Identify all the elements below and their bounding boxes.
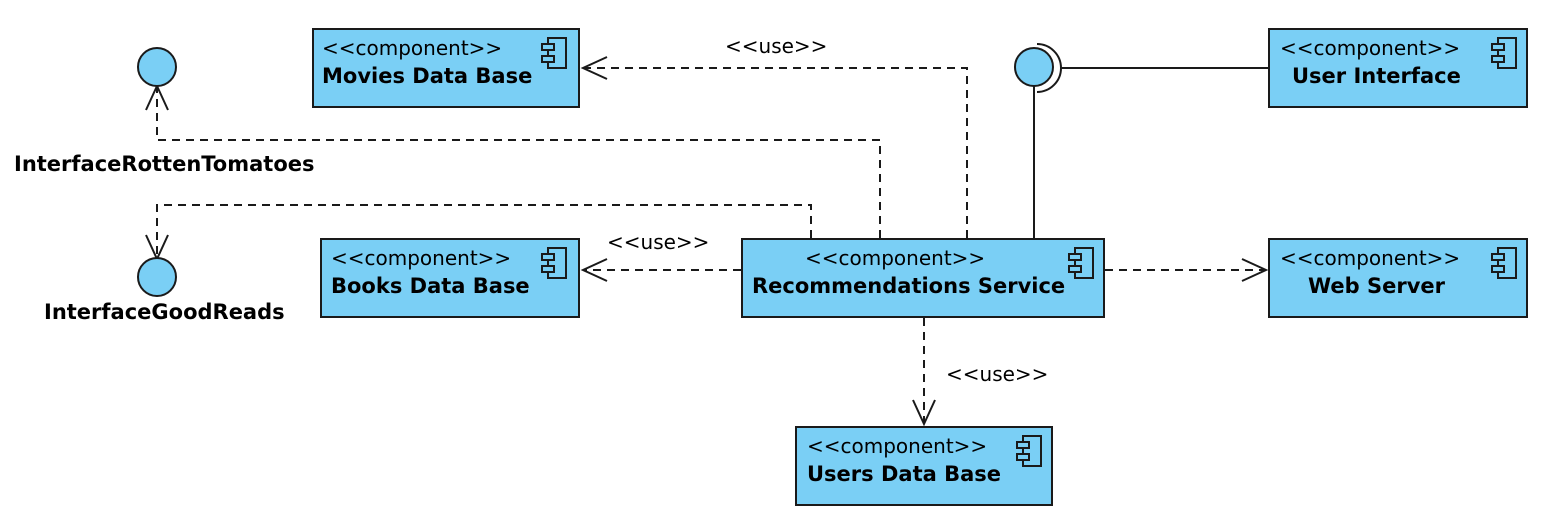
component-name: User Interface (1292, 64, 1461, 88)
component-icon (1068, 247, 1094, 279)
dependency-recommendations-to-movies (580, 56, 968, 238)
component-stereotype: <<component>> (1280, 36, 1461, 60)
component-movies-data-base[interactable]: <<component>> Movies Data Base (312, 28, 580, 108)
component-stereotype: <<component>> (807, 434, 988, 458)
component-name: Recommendations Service (752, 274, 1066, 298)
component-stereotype: <<component>> (1280, 246, 1461, 270)
dependency-label-movies: <<use>> (725, 34, 828, 58)
component-web-server[interactable]: <<component>> Web Server (1268, 238, 1528, 318)
component-user-interface[interactable]: <<component>> User Interface (1268, 28, 1528, 108)
component-name: Movies Data Base (322, 64, 533, 88)
interface-rotten-tomatoes-circle (137, 47, 177, 87)
interface-good-reads-circle (137, 257, 177, 297)
component-name: Web Server (1308, 274, 1446, 298)
interface-good-reads-label: InterfaceGoodReads (44, 300, 285, 324)
component-icon (1016, 435, 1042, 467)
component-name: Books Data Base (331, 274, 530, 298)
dependency-label-users: <<use>> (946, 362, 1049, 386)
component-stereotype: <<component>> (331, 246, 512, 270)
required-interface-socket (1036, 43, 1062, 93)
component-stereotype: <<component>> (805, 246, 986, 270)
interface-rotten-tomatoes-label: InterfaceRottenTomatoes (14, 152, 315, 176)
component-icon (541, 37, 567, 69)
component-users-data-base[interactable]: <<component>> Users Data Base (795, 426, 1053, 506)
component-icon (1491, 37, 1517, 69)
dependency-recommendations-to-good-reads (145, 204, 812, 262)
provided-interface-circle (1014, 47, 1054, 87)
component-stereotype: <<component>> (322, 36, 503, 60)
component-recommendations-service[interactable]: <<component>> Recommendations Service (741, 238, 1105, 318)
dependency-recommendations-to-rotten-tomatoes (145, 83, 881, 238)
dependency-label-books: <<use>> (607, 230, 710, 254)
component-icon (541, 247, 567, 279)
component-name: Users Data Base (807, 462, 1002, 486)
component-icon (1491, 247, 1517, 279)
component-books-data-base[interactable]: <<component>> Books Data Base (320, 238, 580, 318)
